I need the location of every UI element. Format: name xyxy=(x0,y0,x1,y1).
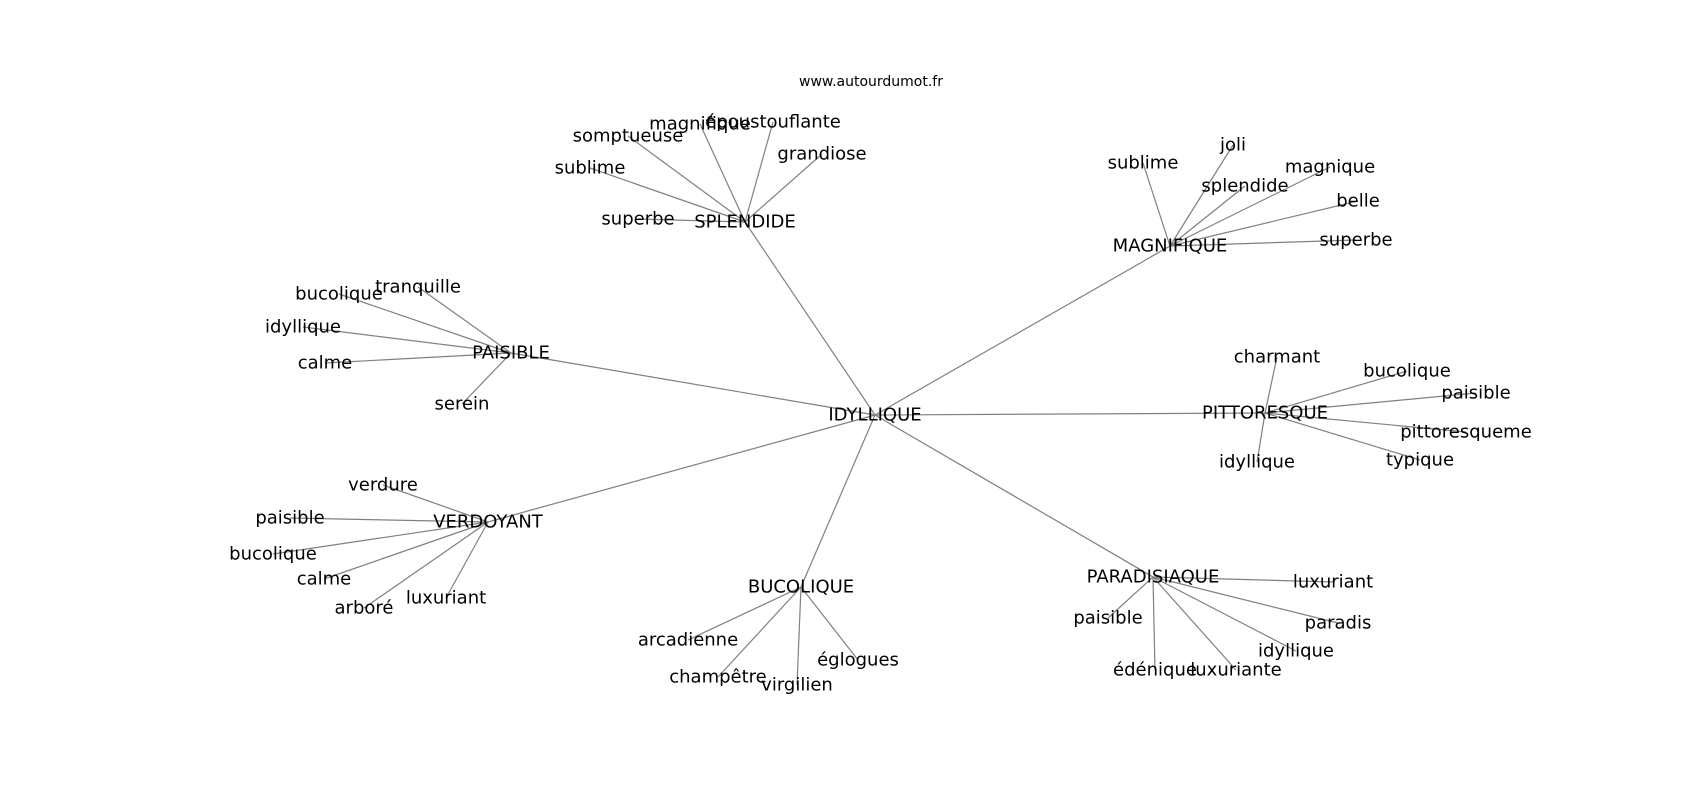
hub-node-pittoresque[interactable]: PITTORESQUE xyxy=(1202,403,1328,424)
word-node[interactable]: édénique xyxy=(1113,660,1197,681)
word-node[interactable]: joli xyxy=(1219,135,1246,156)
word-node[interactable]: luxuriante xyxy=(1190,660,1281,681)
word-node[interactable]: virgilien xyxy=(761,675,833,696)
hub-node-paisible[interactable]: PAISIBLE xyxy=(472,343,550,364)
word-node[interactable]: arboré xyxy=(335,598,394,619)
leaf-edge xyxy=(627,135,746,223)
word-node[interactable]: somptueuse xyxy=(573,126,684,147)
word-node[interactable]: champêtre xyxy=(669,667,767,688)
word-node[interactable]: sublime xyxy=(1108,153,1179,174)
word-node[interactable]: idyllique xyxy=(1258,641,1334,662)
leaf-edge xyxy=(1152,576,1334,583)
leaf-edge xyxy=(363,521,489,609)
word-node[interactable]: calme xyxy=(297,569,352,590)
root-edge-magnifique xyxy=(874,245,1171,416)
root-edge-bucolique xyxy=(800,414,876,588)
leaf-edge xyxy=(717,586,802,678)
word-node[interactable]: typique xyxy=(1386,450,1454,471)
leaf-edge xyxy=(800,586,859,661)
word-node[interactable]: paisible xyxy=(255,508,324,529)
word-node[interactable]: églogues xyxy=(817,650,899,671)
leaf-edge xyxy=(1169,166,1331,247)
word-node[interactable]: époustouflante xyxy=(705,112,841,133)
word-node[interactable]: idyllique xyxy=(1219,452,1295,473)
hub-node-paradisiaque[interactable]: PARADISIAQUE xyxy=(1087,567,1220,588)
word-node[interactable]: belle xyxy=(1336,191,1380,212)
root-edge-paradisiaque xyxy=(874,414,1154,578)
leaf-edge xyxy=(289,517,489,523)
leaf-edge xyxy=(323,521,489,580)
leaf-edge xyxy=(382,484,489,523)
word-node[interactable]: luxuriant xyxy=(406,588,486,609)
leaf-edge xyxy=(417,286,512,354)
word-node[interactable]: sublime xyxy=(555,158,626,179)
word-node[interactable]: luxuriant xyxy=(1293,572,1373,593)
leaf-edge xyxy=(1152,576,1297,652)
word-node[interactable]: pittoresqueme xyxy=(1400,422,1532,443)
leaf-edge xyxy=(1169,239,1357,247)
hub-node-splendide[interactable]: SPLENDIDE xyxy=(694,212,796,233)
site-caption: www.autourdumot.fr xyxy=(799,74,943,90)
leaf-edge xyxy=(1256,412,1266,463)
leaf-edge xyxy=(445,521,489,599)
word-node[interactable]: bucolique xyxy=(229,544,317,565)
leaf-edge xyxy=(687,586,802,641)
word-node[interactable]: magnifique xyxy=(649,114,751,135)
word-node[interactable]: superbe xyxy=(601,209,674,230)
word-node[interactable]: splendide xyxy=(1201,176,1288,197)
root-edge-splendide xyxy=(744,221,876,416)
leaf-edge xyxy=(1152,576,1156,671)
hub-node-magnifique[interactable]: MAGNIFIQUE xyxy=(1113,236,1228,257)
leaf-edge xyxy=(1169,185,1246,247)
word-node[interactable]: verdure xyxy=(348,475,418,496)
word-node[interactable]: arcadienne xyxy=(638,630,738,651)
leaf-edge xyxy=(1152,576,1237,671)
word-node[interactable]: tranquille xyxy=(375,277,461,298)
word-node[interactable]: paisible xyxy=(1441,383,1510,404)
leaf-edge xyxy=(744,153,823,223)
word-node[interactable]: charmant xyxy=(1234,347,1320,368)
leaf-edge xyxy=(1264,356,1278,414)
leaf-edge xyxy=(699,123,746,223)
leaf-edge xyxy=(461,352,512,405)
leaf-edge xyxy=(324,352,512,364)
word-node[interactable]: bucolique xyxy=(295,284,383,305)
word-node[interactable]: paradis xyxy=(1305,613,1372,634)
leaf-edge xyxy=(1169,200,1359,247)
word-node[interactable]: bucolique xyxy=(1363,361,1451,382)
leaf-edge xyxy=(1264,392,1477,414)
root-node[interactable]: IDYLLIQUE xyxy=(828,405,921,426)
leaf-edge xyxy=(1264,370,1408,414)
word-node[interactable]: serein xyxy=(435,394,490,415)
root-edge-verdoyant xyxy=(487,414,876,523)
leaf-edge xyxy=(589,167,746,223)
root-edge-paisible xyxy=(510,352,876,416)
leaf-edge xyxy=(1152,576,1339,624)
leaf-edge xyxy=(744,121,774,223)
leaf-edge xyxy=(1264,412,1467,433)
leaf-edge xyxy=(1169,144,1234,247)
leaf-edge xyxy=(796,586,802,686)
word-node[interactable]: grandiose xyxy=(777,144,866,165)
word-node[interactable]: calme xyxy=(298,353,353,374)
word-node[interactable]: idyllique xyxy=(265,317,341,338)
word-node[interactable]: superbe xyxy=(1319,230,1392,251)
leaf-edge xyxy=(338,293,512,354)
leaf-edge xyxy=(1107,576,1154,619)
graph-edges xyxy=(272,121,1477,686)
hub-node-verdoyant[interactable]: VERDOYANT xyxy=(433,512,544,533)
leaf-edge xyxy=(637,218,746,223)
leaf-edge xyxy=(302,326,512,354)
word-node[interactable]: magnique xyxy=(1285,157,1375,178)
word-node[interactable]: paisible xyxy=(1073,608,1142,629)
graph-labels: IDYLLIQUE SPLENDIDE magnifiqueépoustouflan… xyxy=(229,112,1532,696)
hub-node-bucolique[interactable]: BUCOLIQUE xyxy=(748,577,854,598)
leaf-edge xyxy=(272,521,489,555)
root-edge-pittoresque xyxy=(874,412,1266,416)
leaf-edge xyxy=(1142,162,1171,247)
leaf-edge xyxy=(1264,412,1421,461)
